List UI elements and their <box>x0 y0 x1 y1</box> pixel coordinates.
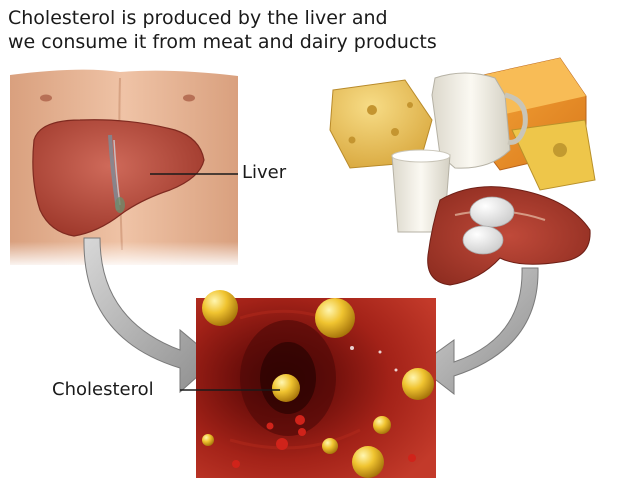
title-line-2: we consume it from meat and dairy produc… <box>8 31 437 53</box>
cholesterol-label: Cholesterol <box>52 379 154 400</box>
liver-illustration <box>32 119 205 237</box>
liver-label: Liver <box>242 162 287 183</box>
diagram-title: Cholesterol is produced by the liver and… <box>8 6 608 54</box>
foods-illustration <box>329 57 596 286</box>
arrow-left-icon <box>83 237 217 394</box>
title-line-1: Cholesterol is produced by the liver and <box>8 7 388 29</box>
artery-illustration <box>196 290 436 478</box>
arrow-right-icon <box>417 267 539 396</box>
